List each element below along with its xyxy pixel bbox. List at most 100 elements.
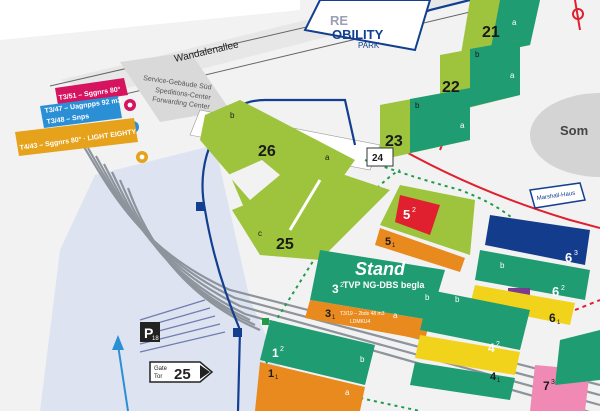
corner-letter: b [415,101,420,110]
gate-sign [149,361,214,383]
hall-5-highlight [395,195,440,235]
hall-24 [366,147,394,167]
hall-divider [288,179,322,231]
hall-6-3 [485,215,590,265]
hall-26-notch [228,160,280,200]
hall-22-part [470,40,520,107]
hall-6-1 [470,285,575,325]
corner-letter: a [460,121,465,130]
route-stop [233,328,242,337]
marker-banner-1 [55,78,128,105]
stand-line-1: TVP NG-DBS begla [343,280,425,290]
corner-letter: b [455,295,460,304]
corner-letter: c [258,229,262,238]
route-red [574,0,581,31]
corner-letter: a [325,153,330,162]
hall-6b-sub: 2 [561,285,565,292]
corner-letter: b [475,50,480,59]
hall-3-sub: 2 [340,282,344,289]
track-zone [40,145,300,411]
corner-letter: b [425,293,430,302]
hall-4-1 [415,335,520,375]
rail-tracks [79,139,600,411]
hall-3s-number: 3 [325,308,331,320]
mobility-park [303,0,432,52]
hall-4s-sub: 1 [497,378,501,384]
hall-23-part [410,88,470,153]
gate-arrow-icon [200,365,210,379]
corner-letter: a [393,311,398,320]
hall-5-sub: 2 [412,207,416,214]
gate-label-1: Gate [154,366,168,372]
gate-label-2: Tor [154,374,162,380]
hall-22-number: 22 [442,79,460,96]
hall-21-number: 21 [482,24,500,41]
hall-4-sub: 2 [496,341,500,348]
marshall-haus-label: Marshall-Haus [536,191,575,202]
parking-label: P [144,325,153,341]
hall-1s-sub: 1 [275,375,279,381]
hall-8 [555,330,600,385]
hall-7-sub: 3 [551,379,555,386]
stand-title: Stand [355,259,406,279]
stand-line-2: T3/19 – 2bds 48 m3 [340,311,385,317]
hall-25 [232,170,390,260]
hall-7-number: 7 [543,379,550,393]
direction-arrow [117,344,129,411]
hall-3-stand [310,250,445,320]
hall-3-1 [305,300,430,340]
corner-letter: a [512,18,517,27]
marshall-haus [529,182,586,209]
corner-letter: b [360,355,365,364]
hall-3-number: 3 [332,282,339,296]
hall-1s-number: 1 [268,368,274,380]
hall-1-1 [255,362,365,411]
hall-5-1 [375,228,465,272]
hall-4s-number: 4 [490,371,497,383]
hall-6b-number: 6 [552,284,559,299]
service-building [120,52,230,122]
road-area [0,0,300,40]
mobility-label-1: RE [330,13,348,28]
corner-letter: b [230,111,235,120]
route-stop [196,202,205,211]
hall-21-part [490,0,540,53]
corner-letter: a [510,71,515,80]
hall-23-number: 23 [385,133,403,150]
hall-3s-sub: 1 [332,315,336,321]
marker-banner-2 [40,96,122,128]
hall-1-number: 1 [272,346,279,360]
hall-6s-sub: 1 [557,320,561,326]
mobility-label-2: OBILITY [332,27,384,42]
parking-sub: 18 [152,336,159,342]
sommergarten-label: Som [560,123,588,138]
hall-4-lower [410,362,515,400]
corner-letter: a [345,388,350,397]
map-pin-magenta[interactable] [124,99,136,111]
hall-6-number: 6 [565,250,572,265]
hall-5s-number: 5 [385,236,391,248]
hall-25-number: 25 [276,236,294,253]
stand-line-3: LDMKU4 [350,319,371,325]
route-marker [572,8,584,20]
sommergarten-area [530,93,600,177]
parking-sign [140,322,160,342]
hall-5-number: 5 [403,207,410,222]
map-pin-orange[interactable] [136,151,148,163]
arrow-up-icon [112,335,124,350]
hall-1-2 [260,320,375,385]
hall-6-2 [475,250,590,300]
hall-24-number: 24 [372,153,384,164]
marker-banner-3 [15,118,138,156]
hall-6s-number: 6 [549,311,556,325]
hall-4-2 [420,290,530,350]
hall-6-sub: 3 [574,250,578,257]
route-stop [262,318,269,325]
hall-1-sub: 2 [280,346,284,353]
hall-5s-sub: 1 [392,243,396,249]
hall-26-number: 26 [258,143,276,160]
corner-letter: b [500,261,505,270]
gate-number: 25 [174,366,191,383]
